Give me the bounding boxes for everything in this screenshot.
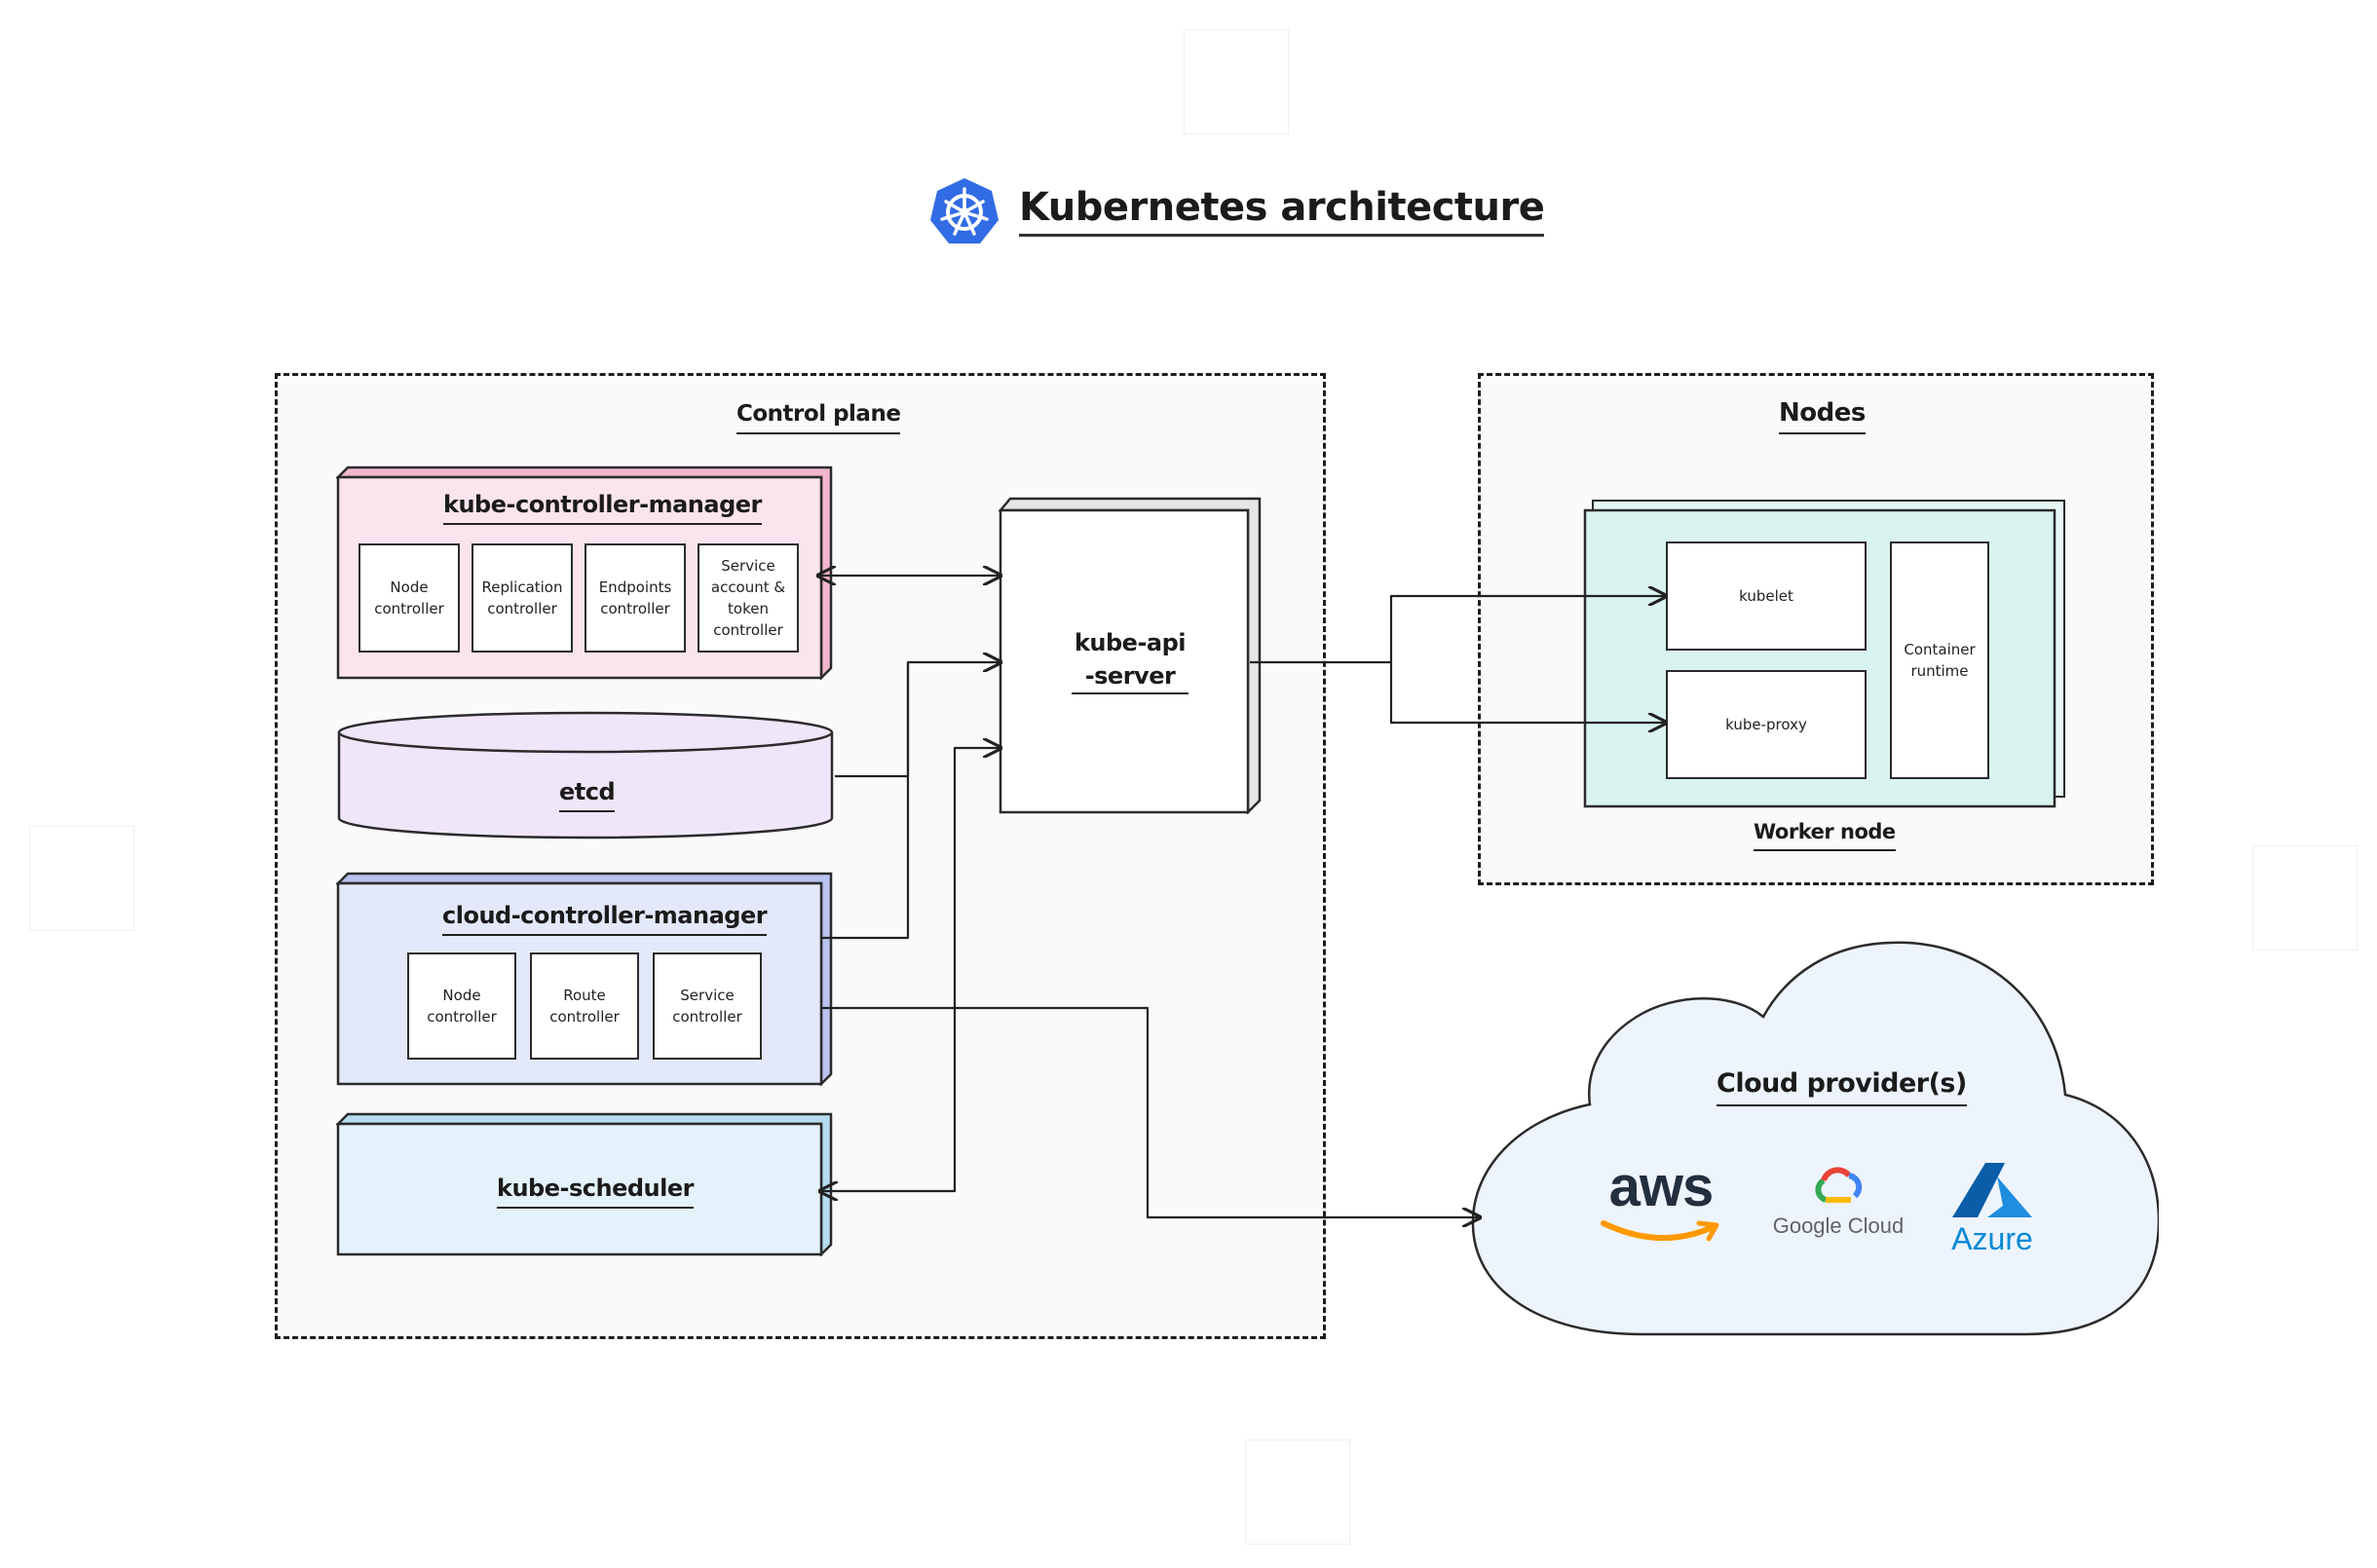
service-account-token-controller-box: Service account & token controller bbox=[698, 543, 799, 653]
kube-api-server-label: kube-api-server bbox=[1072, 626, 1188, 694]
etcd-label: etcd bbox=[559, 777, 616, 812]
placeholder-box-right bbox=[2252, 845, 2358, 951]
cloud-controller-manager-label: cloud-controller-manager bbox=[442, 901, 768, 936]
kubelet-box: kubelet bbox=[1666, 541, 1867, 651]
nodes-label: Nodes bbox=[1779, 397, 1866, 434]
kube-scheduler-box bbox=[336, 1112, 833, 1256]
container-runtime-box: Container runtime bbox=[1890, 541, 1989, 779]
placeholder-box-left bbox=[29, 826, 134, 931]
google-cloud-logo: Google Cloud bbox=[1765, 1167, 1911, 1264]
control-plane-label: Control plane bbox=[736, 399, 901, 434]
kube-scheduler-label: kube-scheduler bbox=[497, 1174, 694, 1209]
worker-node-label: Worker node bbox=[1754, 818, 1896, 851]
azure-logo: Azure bbox=[1939, 1161, 2046, 1264]
kube-controller-manager-label: kube-controller-manager bbox=[443, 490, 762, 525]
endpoints-controller-box: Endpoints controller bbox=[585, 543, 686, 653]
page-title: Kubernetes architecture bbox=[1019, 183, 1545, 237]
azure-logo-text: Azure bbox=[1951, 1221, 2033, 1256]
aws-logo-text: aws bbox=[1608, 1155, 1715, 1218]
placeholder-box-bottom bbox=[1245, 1439, 1350, 1545]
cloud-providers-label: Cloud provider(s) bbox=[1717, 1067, 1967, 1106]
cloud-node-controller-box: Node controller bbox=[407, 952, 516, 1060]
node-controller-box: Node controller bbox=[358, 543, 460, 653]
replication-controller-box: Replication controller bbox=[472, 543, 573, 653]
cloud-shape bbox=[1471, 939, 2159, 1338]
etcd-cylinder bbox=[336, 709, 835, 841]
kube-proxy-box: kube-proxy bbox=[1666, 670, 1867, 779]
service-controller-box: Service controller bbox=[653, 952, 762, 1060]
route-controller-box: Route controller bbox=[530, 952, 639, 1060]
kube-api-server-box bbox=[999, 497, 1262, 814]
kubernetes-logo-icon bbox=[927, 175, 1001, 249]
placeholder-box-top bbox=[1184, 29, 1289, 134]
google-cloud-logo-text: Google Cloud bbox=[1772, 1213, 1905, 1238]
aws-logo: aws bbox=[1598, 1157, 1724, 1254]
